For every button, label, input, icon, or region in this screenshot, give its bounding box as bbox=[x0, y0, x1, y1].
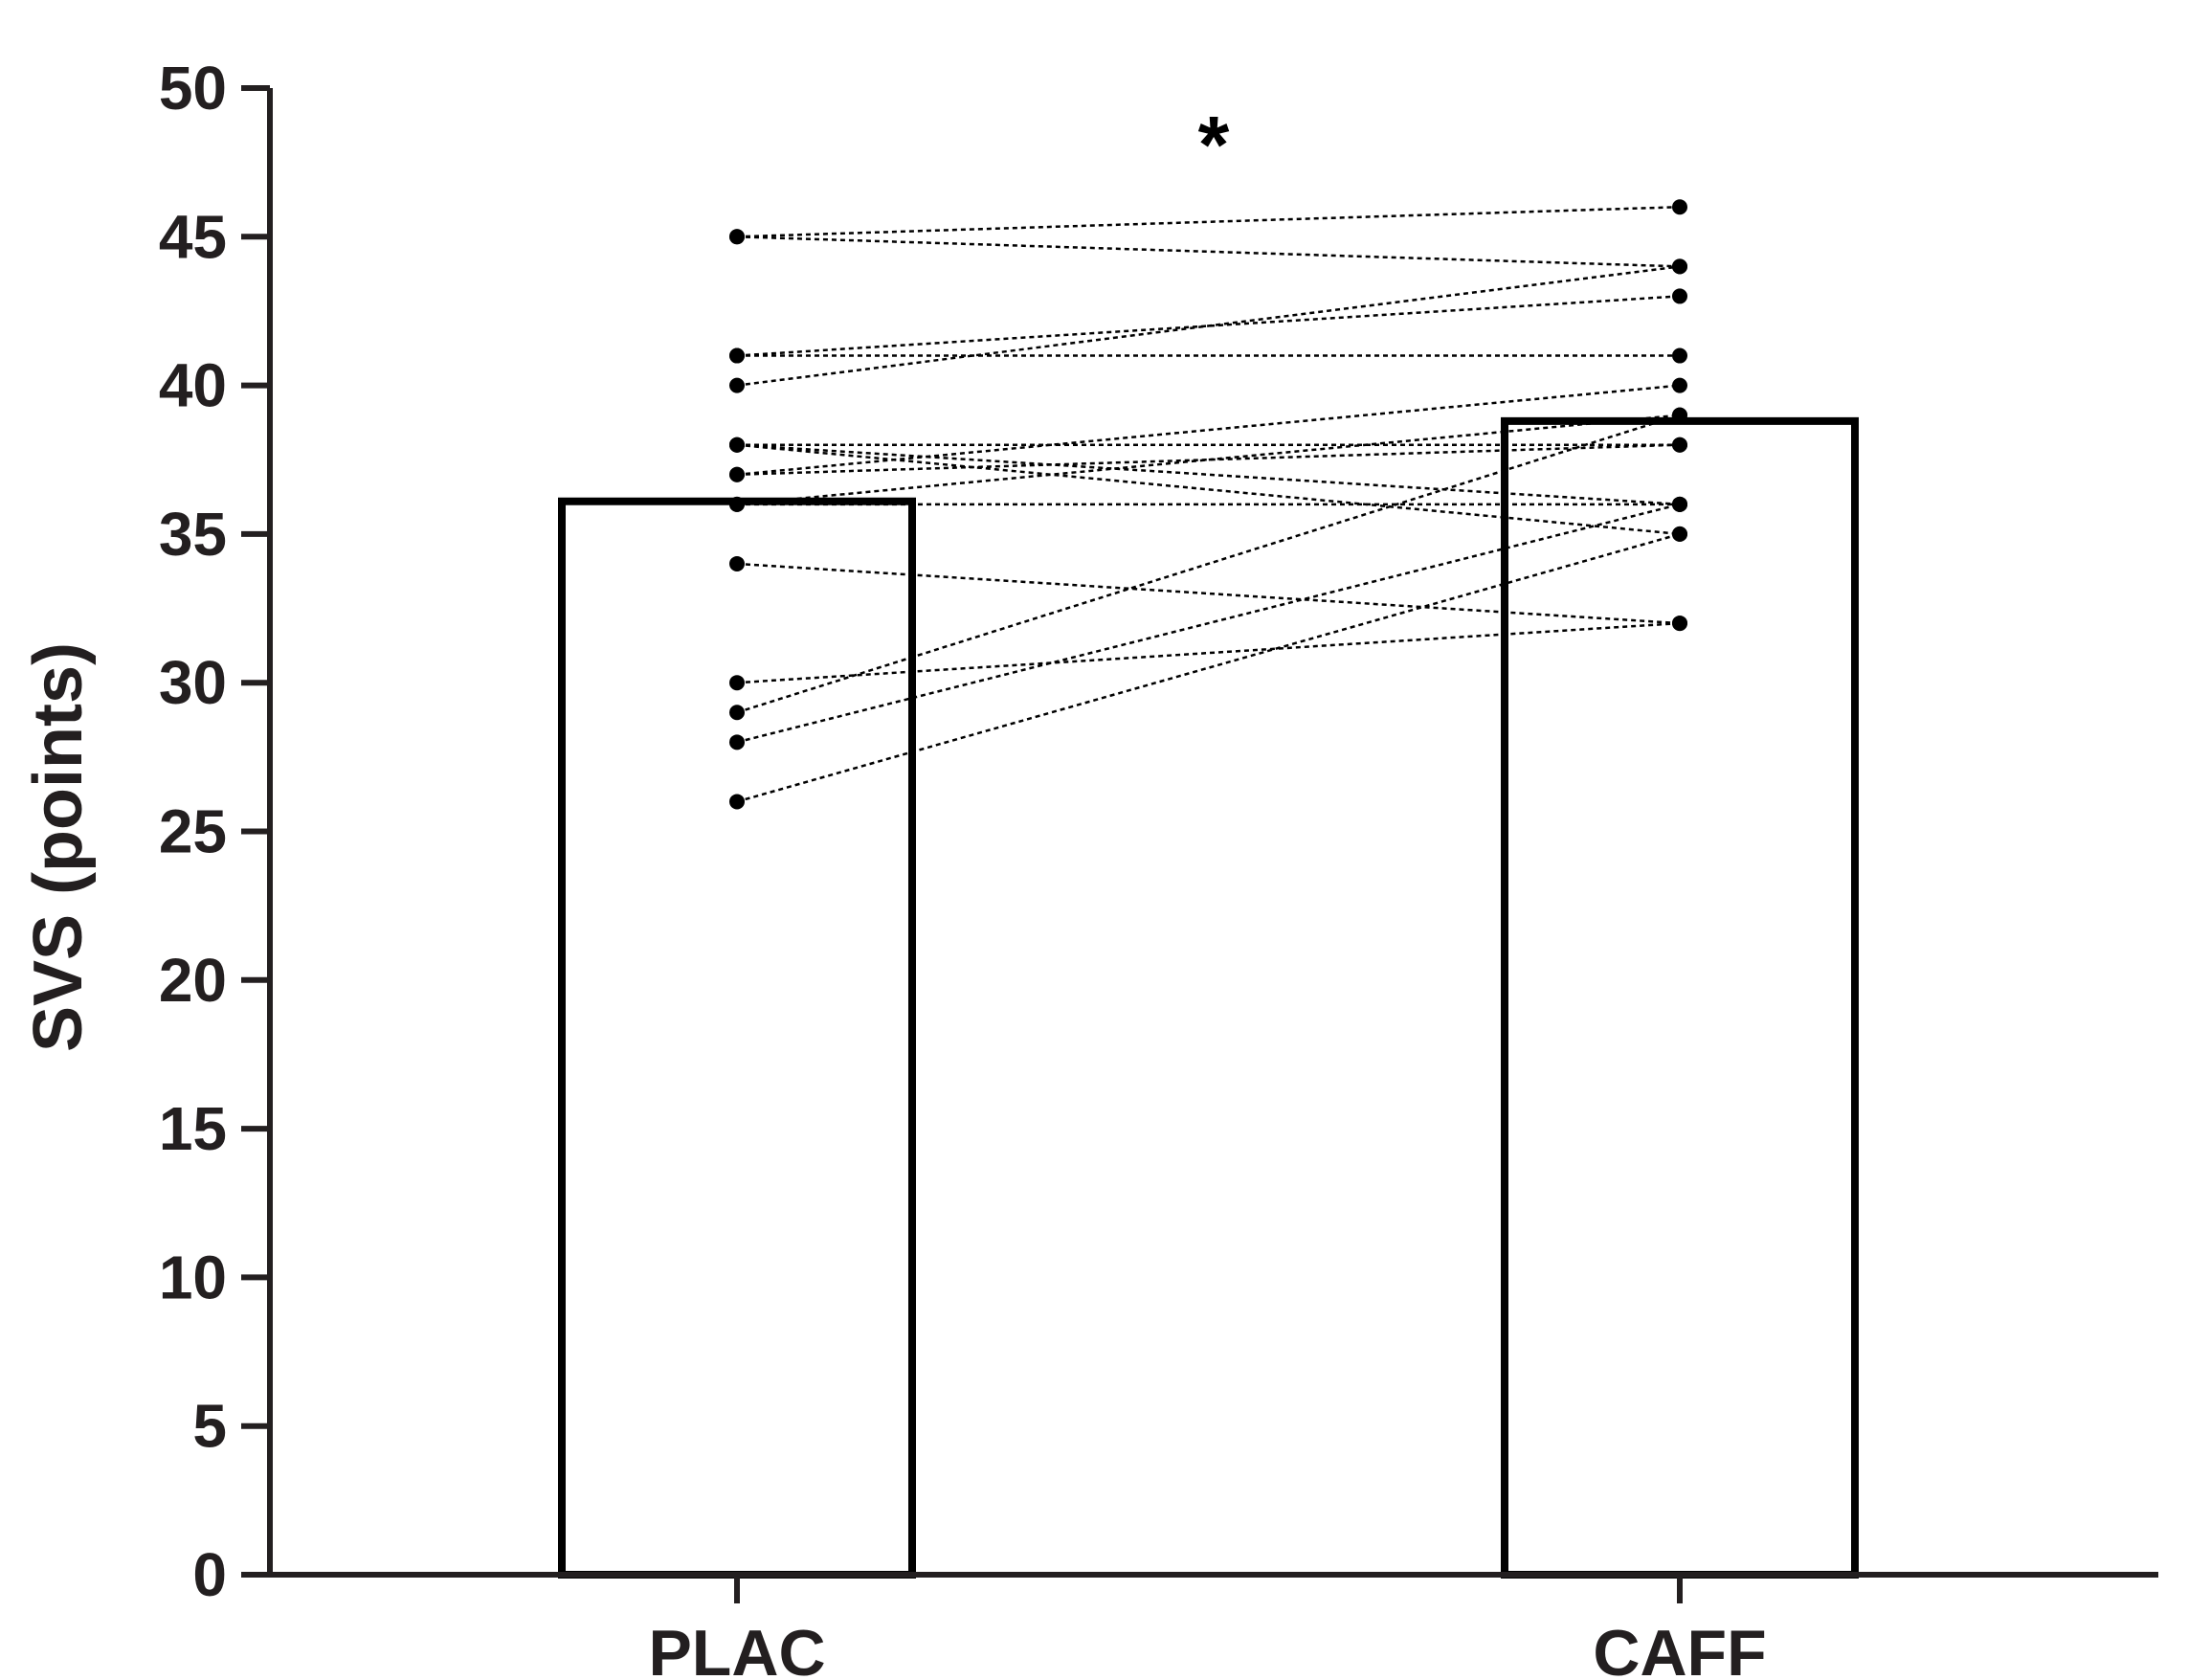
paired-line bbox=[736, 414, 1681, 714]
caff-point bbox=[1672, 199, 1687, 215]
plac-point bbox=[729, 437, 745, 453]
caff-point bbox=[1672, 377, 1687, 393]
y-tick-label: 50 bbox=[159, 54, 227, 123]
paired-line bbox=[736, 443, 1681, 477]
plac-point bbox=[729, 675, 745, 691]
paired-line bbox=[736, 562, 1681, 625]
bars-layer bbox=[558, 416, 1859, 1579]
plac-point bbox=[729, 377, 745, 393]
y-tick-label: 35 bbox=[159, 500, 227, 569]
x-tick-label-caff: CAFF bbox=[1593, 1617, 1766, 1680]
caff-point bbox=[1672, 526, 1687, 542]
paired-line bbox=[736, 295, 1681, 357]
bar-plac bbox=[558, 497, 916, 1579]
y-tick-label: 40 bbox=[159, 351, 227, 420]
plac-point bbox=[729, 734, 745, 750]
y-tick-label: 30 bbox=[159, 648, 227, 717]
plac-point bbox=[729, 794, 745, 810]
y-axis-title: SVS (points) bbox=[20, 642, 97, 1052]
y-tick-label: 10 bbox=[159, 1243, 227, 1311]
paired-lines-layer bbox=[729, 199, 1687, 810]
caff-point bbox=[1672, 258, 1687, 275]
y-tick-label: 15 bbox=[159, 1094, 227, 1163]
bar-caff bbox=[1501, 416, 1859, 1579]
plac-point bbox=[729, 466, 745, 482]
paired-line bbox=[736, 235, 1681, 268]
plac-point bbox=[729, 555, 745, 571]
y-tick-label: 20 bbox=[159, 946, 227, 1015]
caff-point bbox=[1672, 347, 1687, 364]
paired-line bbox=[736, 205, 1681, 238]
paired-line bbox=[736, 621, 1681, 684]
x-tick-label-plac: PLAC bbox=[648, 1617, 825, 1680]
paired-line bbox=[736, 384, 1681, 477]
significance-asterisk: * bbox=[1198, 100, 1230, 190]
plac-point bbox=[729, 229, 745, 245]
paired-line bbox=[736, 443, 1681, 506]
y-tick-label: 5 bbox=[192, 1392, 227, 1461]
caff-point bbox=[1672, 616, 1687, 632]
caff-point bbox=[1672, 496, 1687, 512]
caff-point bbox=[1672, 407, 1687, 423]
plac-point bbox=[729, 347, 745, 364]
caff-point bbox=[1672, 288, 1687, 304]
plac-point bbox=[729, 496, 745, 512]
paired-line bbox=[736, 265, 1681, 387]
paired-line bbox=[736, 503, 1681, 744]
y-tick-label: 45 bbox=[159, 202, 227, 271]
plac-point bbox=[729, 705, 745, 721]
y-tick-label: 0 bbox=[192, 1540, 227, 1609]
paired-line bbox=[736, 414, 1681, 506]
caff-point bbox=[1672, 437, 1687, 453]
y-tick-label: 25 bbox=[159, 797, 227, 866]
